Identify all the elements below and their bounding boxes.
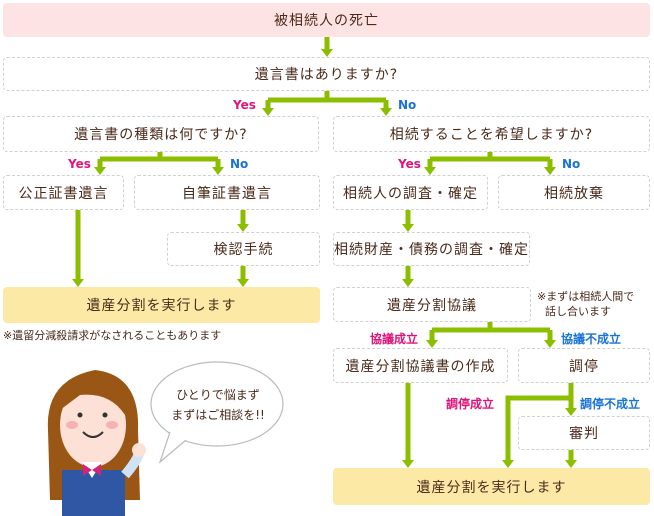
arrowhead-icon [72,279,84,287]
node-notarial-will: 公正証書遺言 [3,175,124,210]
label-yes: Yes [68,157,91,171]
woman-avatar [47,370,146,516]
node-execute-division-right: 遺産分割を実行します [333,468,650,505]
arrowhead-icon [237,279,249,287]
arrowhead-icon [502,460,514,468]
label-no: No [230,157,249,171]
label-no: No [562,157,581,171]
node-division-talks: 遺産分割協議 [333,287,531,322]
node-heir-survey: 相続人の調査・確定 [333,175,488,210]
arrowhead-icon [424,167,436,175]
arrowhead-icon [565,408,577,416]
node-execute-division-left: 遺産分割を実行します [3,287,320,323]
arrowhead-icon [321,49,333,57]
connector-line [505,395,571,460]
arrowhead-icon [380,108,392,116]
arrowhead-icon [565,460,577,468]
label-no: No [398,98,417,112]
arrowhead-icon [94,167,106,175]
note-line: ※まずは相続人間で [537,290,635,303]
label-mediation-fail: 調停不成立 [580,397,641,411]
arrowhead-icon [237,224,249,232]
arrowhead-icon [402,224,414,232]
arrowhead-icon [544,167,556,175]
arrowhead-icon [544,340,556,348]
label-talks-success: 協議成立 [370,332,419,346]
speech-bubble-text: ひとりで悩まず まずはご相談を!! [168,385,268,425]
arrowhead-icon [402,460,414,468]
label-talks-fail: 協議不成立 [561,332,622,346]
node-death: 被相続人の死亡 [3,3,650,37]
node-agreement-document: 遺産分割協議書の作成 [333,348,508,383]
note-line: 話し合います [545,305,611,318]
node-mediation: 調停 [518,348,650,383]
arrowhead-icon [426,340,438,348]
node-question-will-type: 遺言書の種類は何ですか? [3,116,319,152]
arrowhead-icon [402,279,414,287]
arrowhead-icon [262,108,274,116]
bubble-line: まずはご相談を!! [171,408,265,422]
arrowhead-icon [212,167,224,175]
node-asset-survey: 相続財産・債務の調査・確定 [333,232,530,266]
node-holographic-will: 自筆証書遺言 [134,175,320,210]
node-question-will: 遺言書はありますか? [3,57,650,91]
note-talk-first: ※まずは相続人間で 話し合います [537,289,634,319]
bubble-line: ひとりで悩まず [176,388,260,402]
node-probate: 検認手続 [167,232,320,266]
speech-bubble [150,361,284,464]
label-yes: Yes [398,157,421,171]
label-yes: Yes [233,98,256,112]
label-mediation-success: 調停成立 [446,397,495,411]
node-judgment: 審判 [518,416,650,450]
node-renunciation: 相続放棄 [498,175,650,210]
node-question-inherit: 相続することを希望しますか? [333,116,650,152]
note-reserved-portion: ※遺留分減殺請求がなされることもあります [3,329,222,342]
